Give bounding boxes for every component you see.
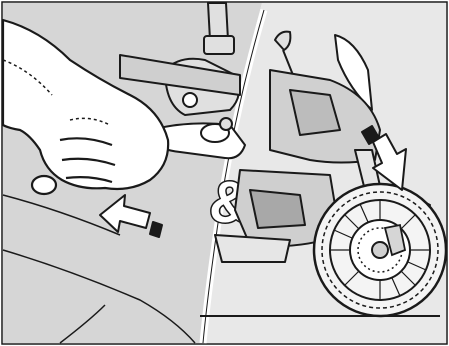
front-wheel <box>314 184 446 316</box>
fork-tube <box>208 3 228 40</box>
clamp-block <box>204 36 234 54</box>
reservoir-cap <box>183 93 197 107</box>
